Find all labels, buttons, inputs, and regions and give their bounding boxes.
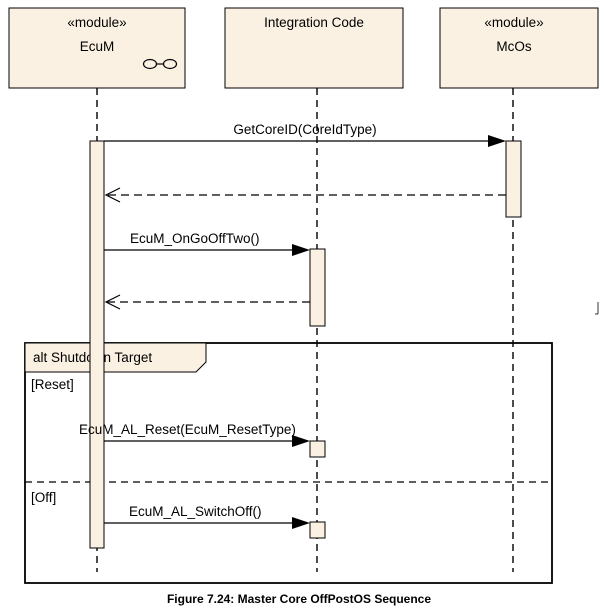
al-switch-off-activation-bar [309, 521, 326, 539]
guard-off: [Off] [31, 490, 56, 505]
message-on-go-off-two: EcuM_OnGoOffTwo() [104, 231, 310, 256]
filled-arrowhead-icon [488, 135, 506, 147]
open-arrowhead-icon [104, 187, 121, 203]
return-message-mcos [104, 187, 506, 203]
edge-mark [595, 302, 599, 315]
mcos-activation-bar [505, 140, 522, 218]
ecum-stereotype: «module» [67, 15, 126, 30]
ecum-activation-bar [89, 140, 105, 549]
lifeline-integration-code: Integration Code [224, 7, 404, 89]
message-al-reset-label: EcuM_AL_Reset(EcuM_ResetType) [79, 422, 296, 437]
filled-arrowhead-icon [292, 517, 310, 529]
subsystem-glasses-icon [142, 58, 178, 70]
filled-arrowhead-icon [292, 244, 310, 256]
return-message-integration-code [104, 294, 310, 310]
message-on-go-off-two-label: EcuM_OnGoOffTwo() [130, 231, 260, 246]
al-reset-activation-bar [309, 440, 326, 458]
open-arrowhead-icon [104, 294, 121, 310]
message-al-switch-off-label: EcuM_AL_SwitchOff() [129, 504, 262, 519]
message-al-reset: EcuM_AL_Reset(EcuM_ResetType) [79, 422, 310, 447]
message-al-switch-off: EcuM_AL_SwitchOff() [104, 504, 310, 529]
mcos-stereotype: «module» [484, 15, 543, 30]
mcos-name: McOs [496, 39, 531, 54]
integration-code-activation-bar [309, 248, 326, 327]
alt-fragment-title-tab [24, 342, 207, 373]
ecum-name: EcuM [80, 39, 115, 54]
lifeline-mcos: «module» McOs [439, 7, 599, 89]
filled-arrowhead-icon [292, 435, 310, 447]
guard-reset: [Reset] [31, 377, 74, 392]
message-get-core-id: GetCoreID(CoreIdType) [104, 122, 506, 147]
integration-code-name: Integration Code [264, 15, 364, 30]
lifeline-ecum: «module» EcuM [8, 7, 186, 89]
figure-caption: Figure 7.24: Master Core OffPostOS Seque… [167, 592, 431, 606]
message-get-core-id-label: GetCoreID(CoreIdType) [233, 122, 376, 137]
